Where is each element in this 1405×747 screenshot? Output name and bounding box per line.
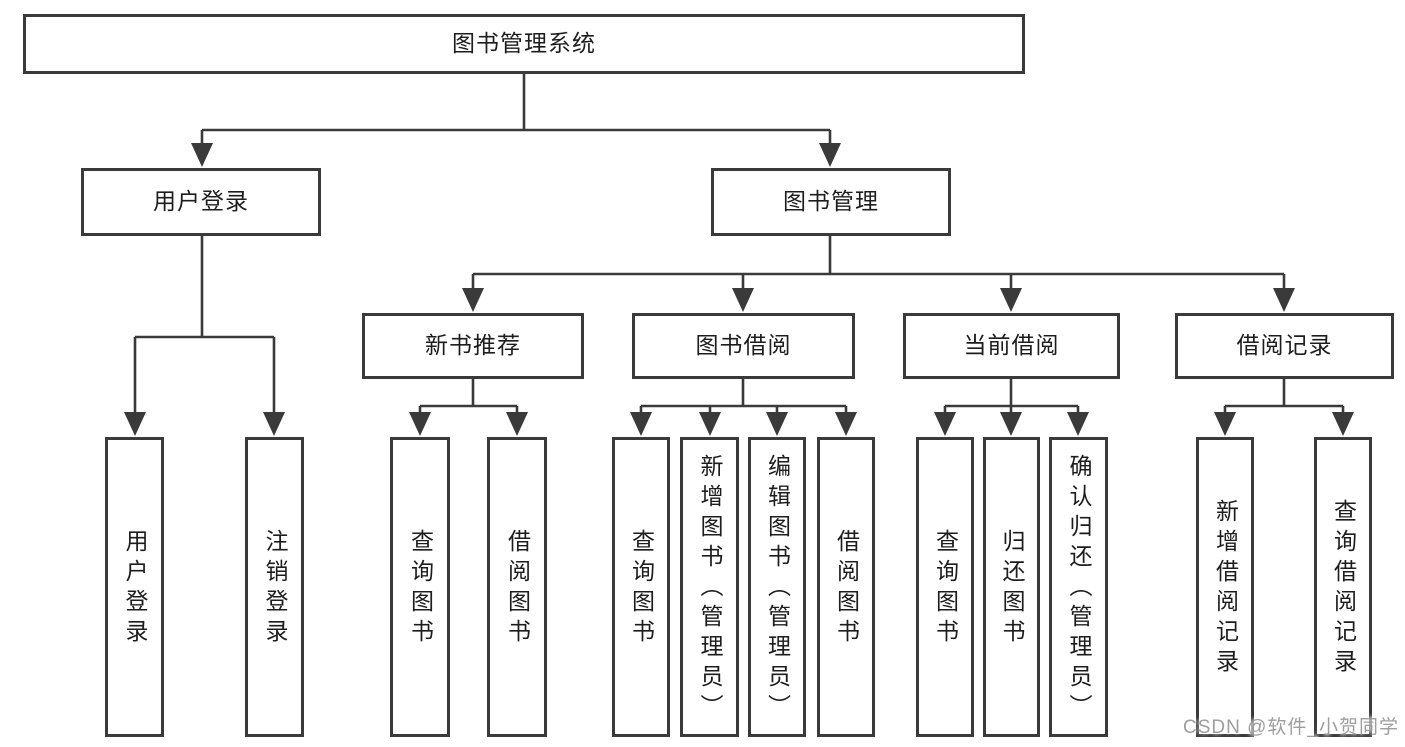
node-borrow-add-books-admin: 新增图书（管理员） (680, 437, 739, 737)
node-records-query-record: 查询借阅记录 (1314, 437, 1372, 737)
node-borrow-records: 借阅记录 (1175, 313, 1394, 379)
node-user-login-leaf: 用户登录 (105, 437, 164, 737)
arrowhead-icons (124, 143, 1354, 436)
node-book-borrow: 图书借阅 (632, 313, 855, 379)
node-book-management: 图书管理 (711, 168, 951, 236)
node-borrow-edit-books-admin: 编辑图书（管理员） (748, 437, 806, 737)
node-current-confirm-return-admin: 确认归还（管理员） (1049, 437, 1108, 737)
node-current-borrow: 当前借阅 (903, 313, 1120, 379)
node-borrow-borrow-books: 借阅图书 (817, 437, 875, 737)
node-borrow-query-books: 查询图书 (612, 437, 670, 737)
watermark: CSDN @软件_小贺同学 (1183, 717, 1399, 738)
node-library-system: 图书管理系统 (23, 14, 1025, 74)
node-current-query-books: 查询图书 (916, 437, 974, 737)
node-recommend-borrow-books: 借阅图书 (487, 437, 547, 737)
node-user-login: 用户登录 (81, 168, 321, 236)
node-records-add-record: 新增借阅记录 (1196, 437, 1254, 737)
node-new-book-recommend: 新书推荐 (362, 313, 584, 379)
node-current-return-books: 归还图书 (983, 437, 1040, 737)
node-logout: 注销登录 (245, 437, 304, 737)
node-recommend-query-books: 查询图书 (390, 437, 450, 737)
